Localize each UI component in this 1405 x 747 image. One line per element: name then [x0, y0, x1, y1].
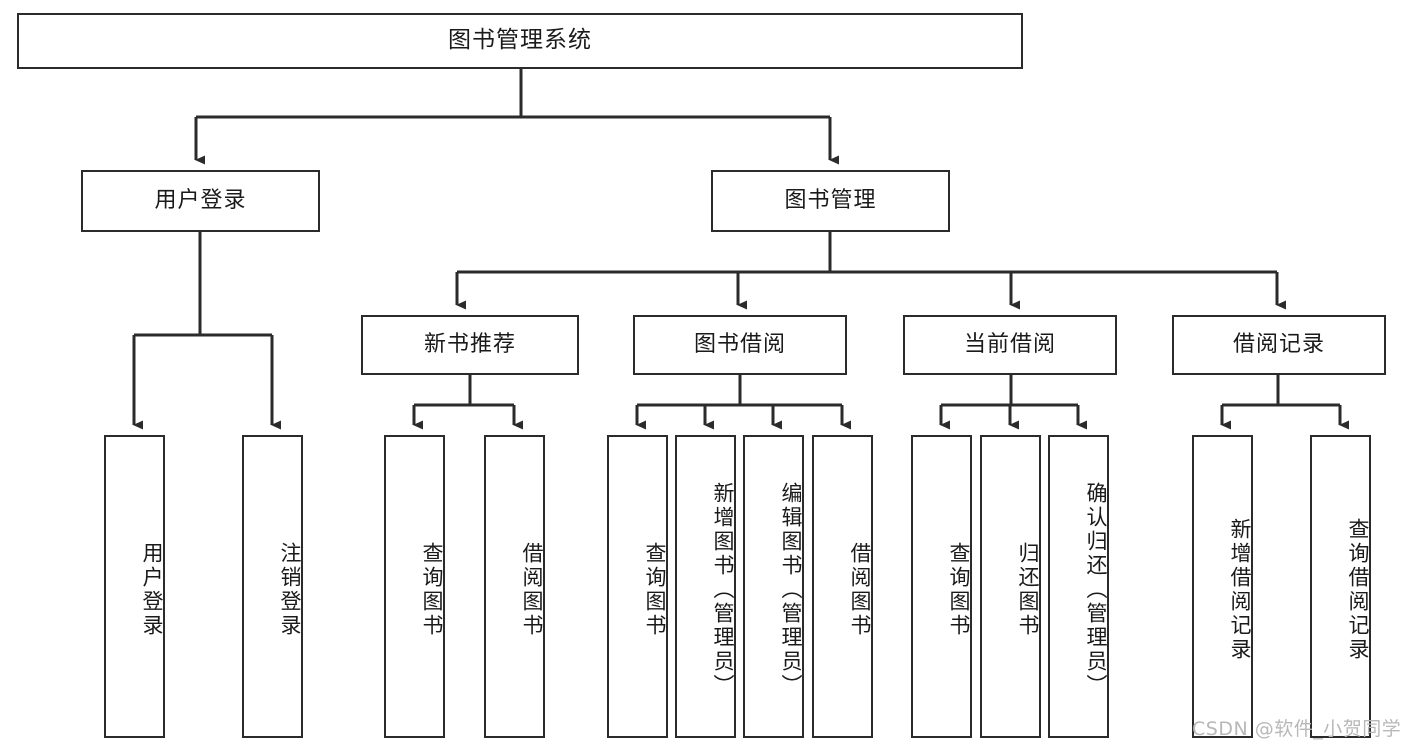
node-current-borrow[interactable]: 当前借阅	[903, 315, 1117, 375]
leaf-borrow-query-book[interactable]: 查询图书	[607, 435, 668, 738]
leaf-borrow-add-book-label: 新增图书（管理员）	[711, 481, 735, 698]
leaf-borrow-edit-book[interactable]: 编辑图书（管理员）	[743, 435, 804, 738]
leaf-current-return-book[interactable]: 归还图书	[980, 435, 1041, 738]
leaf-record-add[interactable]: 新增借阅记录	[1192, 435, 1253, 738]
leaf-current-return-book-label: 归还图书	[1016, 541, 1040, 638]
node-user-login-label: 用户登录	[154, 187, 247, 213]
node-borrow-record[interactable]: 借阅记录	[1172, 315, 1386, 375]
node-current-borrow-label: 当前借阅	[963, 331, 1056, 357]
leaf-user-login-label: 用户登录	[140, 541, 164, 638]
leaf-newbook-borrow-book-label: 借阅图书	[520, 541, 544, 638]
leaf-borrow-borrow-book[interactable]: 借阅图书	[812, 435, 873, 738]
node-new-book-recommend-label: 新书推荐	[423, 331, 516, 357]
leaf-current-confirm-return[interactable]: 确认归还（管理员）	[1048, 435, 1109, 738]
leaf-record-query-label: 查询借阅记录	[1346, 517, 1370, 662]
node-book-borrow-label: 图书借阅	[693, 331, 786, 357]
leaf-current-confirm-return-label: 确认归还（管理员）	[1084, 481, 1108, 698]
leaf-newbook-borrow-book[interactable]: 借阅图书	[484, 435, 545, 738]
node-new-book-recommend[interactable]: 新书推荐	[361, 315, 579, 375]
leaf-record-add-label: 新增借阅记录	[1228, 517, 1252, 662]
node-root-label: 图书管理系统	[448, 27, 592, 54]
leaf-borrow-borrow-book-label: 借阅图书	[848, 541, 872, 638]
node-root-system[interactable]: 图书管理系统	[17, 13, 1023, 69]
node-borrow-record-label: 借阅记录	[1232, 331, 1325, 357]
node-book-management[interactable]: 图书管理	[711, 170, 950, 232]
leaf-current-query-book-label: 查询图书	[947, 541, 971, 638]
leaf-borrow-add-book[interactable]: 新增图书（管理员）	[675, 435, 736, 738]
leaf-newbook-query-book-label: 查询图书	[420, 541, 444, 638]
leaf-current-query-book[interactable]: 查询图书	[911, 435, 972, 738]
leaf-logout[interactable]: 注销登录	[242, 435, 303, 738]
node-book-management-label: 图书管理	[784, 187, 877, 213]
node-book-borrow[interactable]: 图书借阅	[633, 315, 847, 375]
leaf-borrow-query-book-label: 查询图书	[643, 541, 667, 638]
leaf-user-login[interactable]: 用户登录	[104, 435, 165, 738]
node-user-login[interactable]: 用户登录	[81, 170, 320, 232]
leaf-logout-label: 注销登录	[278, 541, 302, 638]
leaf-record-query[interactable]: 查询借阅记录	[1310, 435, 1371, 738]
leaf-borrow-edit-book-label: 编辑图书（管理员）	[779, 481, 803, 698]
leaf-newbook-query-book[interactable]: 查询图书	[384, 435, 445, 738]
